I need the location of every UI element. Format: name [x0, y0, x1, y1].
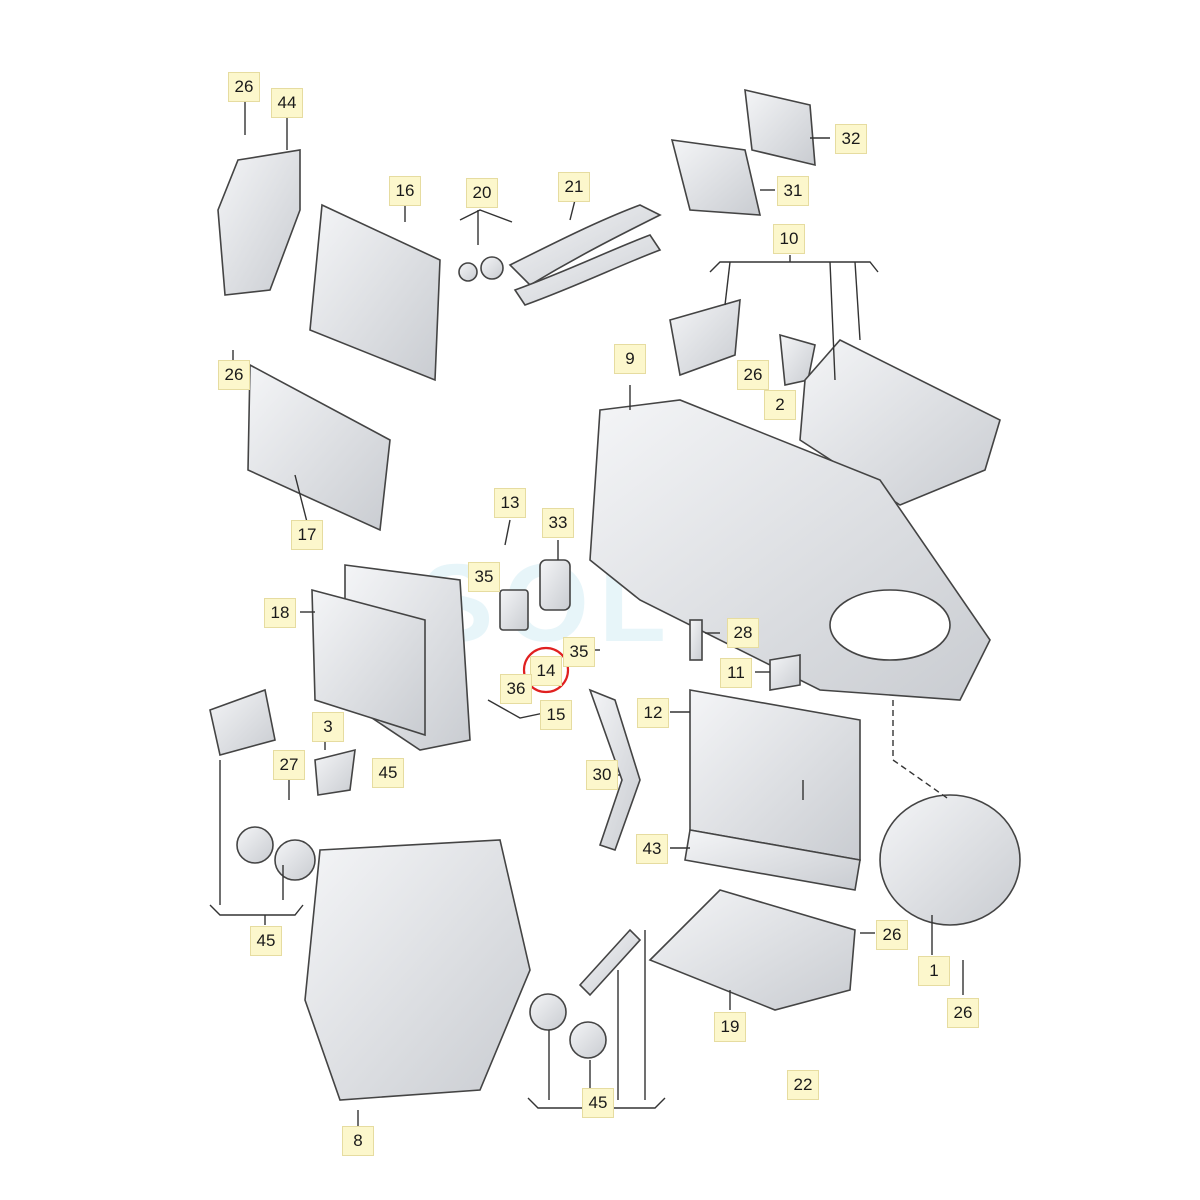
- part-hose-30: [588, 688, 641, 852]
- callout-1: 1: [918, 956, 950, 986]
- callout-32: 32: [835, 124, 867, 154]
- callout-19: 19: [714, 1012, 746, 1042]
- callout-21: 21: [558, 172, 590, 202]
- part-servo-3: [209, 688, 276, 756]
- callout-17: 17: [291, 520, 323, 550]
- part-actuator-10a: [669, 298, 741, 377]
- callout-44: 44: [271, 88, 303, 118]
- callout-26-right: 26: [876, 920, 908, 950]
- callout-33: 33: [542, 508, 574, 538]
- highlight-ring-14: [522, 646, 570, 694]
- part-gasket-32: [744, 88, 816, 167]
- part-rod-45: [578, 928, 642, 997]
- callout-35-upper: 35: [468, 562, 500, 592]
- part-sensor-28: [689, 619, 703, 661]
- callout-15: 15: [540, 700, 572, 730]
- callout-27: 27: [273, 750, 305, 780]
- part-bracket-44: [217, 149, 301, 296]
- callout-9: 9: [614, 344, 646, 374]
- callout-45-bottom: 45: [582, 1088, 614, 1118]
- part-lower-housing-8: [304, 839, 531, 1101]
- callout-45-mid: 45: [372, 758, 404, 788]
- callout-45-left: 45: [250, 926, 282, 956]
- part-tray-19: [648, 889, 856, 1011]
- part-ring-45d: [529, 993, 567, 1031]
- callout-35-lower: 35: [563, 637, 595, 667]
- callout-13: 13: [494, 488, 526, 518]
- leader-lines: [209, 100, 964, 1135]
- part-clamp-20b: [480, 256, 504, 280]
- callout-2: 2: [764, 390, 796, 420]
- callout-20: 20: [466, 178, 498, 208]
- part-clamp-20a: [458, 262, 478, 282]
- part-pipe-21b: [513, 234, 662, 306]
- callout-11: 11: [720, 658, 752, 688]
- callout-16: 16: [389, 176, 421, 206]
- part-ring-45b: [274, 839, 316, 881]
- part-heater-core-16: [309, 203, 441, 382]
- part-ring-45a: [236, 826, 274, 864]
- callout-30: 30: [586, 760, 618, 790]
- callout-31: 31: [777, 176, 809, 206]
- callout-36: 36: [500, 674, 532, 704]
- part-filter-18: [311, 588, 426, 737]
- callout-26-mid: 26: [737, 360, 769, 390]
- part-mount-33: [539, 559, 571, 611]
- callout-10: 10: [773, 224, 805, 254]
- callout-43: 43: [636, 834, 668, 864]
- callout-28: 28: [727, 618, 759, 648]
- callout-22: 22: [787, 1070, 819, 1100]
- callout-12: 12: [637, 698, 669, 728]
- part-blower-opening: [829, 589, 951, 661]
- callout-26-left: 26: [218, 360, 250, 390]
- callout-26-top: 26: [228, 72, 260, 102]
- callout-3: 3: [312, 712, 344, 742]
- part-expansion-valve-14: [499, 589, 529, 631]
- part-plate-43: [684, 829, 861, 891]
- part-pipe-21: [508, 204, 662, 287]
- part-blower-1: [879, 794, 1021, 926]
- part-gasket-31: [670, 139, 762, 216]
- part-actuator-3: [314, 748, 356, 796]
- part-ring-45e: [569, 1021, 607, 1059]
- callout-26-bottom: 26: [947, 998, 979, 1028]
- callout-14: 14: [530, 656, 562, 686]
- part-clip-11: [769, 654, 801, 691]
- part-flap-housing: [799, 339, 1001, 506]
- part-frame-17: [247, 363, 391, 532]
- callout-8: 8: [342, 1126, 374, 1156]
- callout-18: 18: [264, 598, 296, 628]
